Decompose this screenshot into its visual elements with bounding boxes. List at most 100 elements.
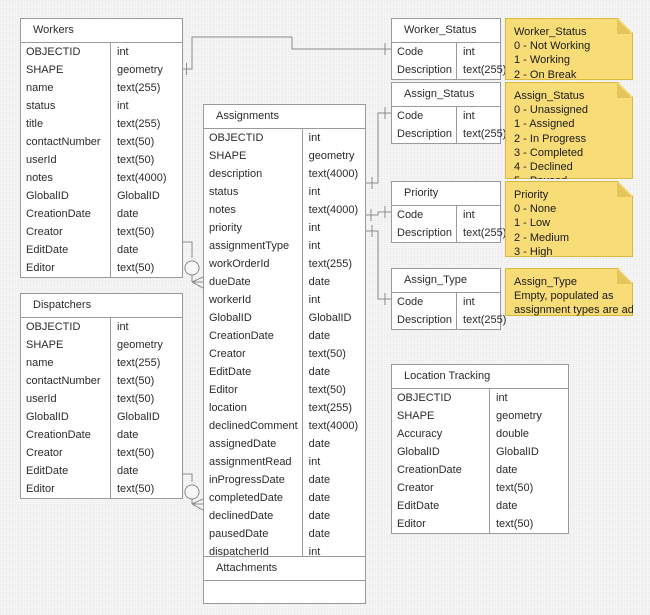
- attribute-name: CreationDate: [392, 461, 490, 479]
- attribute-type: date: [308, 510, 331, 522]
- attribute-name: Editor: [392, 515, 490, 533]
- attribute-name: SHAPE: [21, 336, 111, 354]
- attribute-name: Creator: [21, 444, 111, 462]
- attribute-type: date: [117, 465, 139, 477]
- attribute-name: title: [21, 115, 111, 133]
- attribute-name: Description: [392, 125, 458, 143]
- attribute-row: notes text(4000): [204, 201, 365, 219]
- attribute-name: assignmentRead: [204, 453, 303, 471]
- attribute-name: name: [21, 79, 111, 97]
- attribute-type: int: [308, 294, 321, 306]
- connector-workers-worker-status: [183, 36, 391, 75]
- attribute-type: geometry: [496, 410, 542, 422]
- attribute-type: int: [463, 296, 475, 308]
- attribute-type: int: [308, 546, 321, 558]
- attribute-name: inProgressDate: [204, 471, 303, 489]
- attribute-type: int: [308, 240, 321, 252]
- attribute-type: geometry: [308, 150, 355, 162]
- attribute-type: GlobalID: [308, 312, 352, 324]
- attribute-row: Description text(255): [392, 125, 510, 143]
- connector-assignments-assign-status: [366, 107, 391, 189]
- attribute-name: Editor: [21, 259, 111, 277]
- attribute-type: text(255): [117, 118, 161, 130]
- attribute-name: Description: [392, 224, 458, 242]
- attribute-name: OBJECTID: [21, 318, 111, 336]
- attribute-name: contactNumber: [21, 372, 111, 390]
- attribute-name: completedDate: [204, 489, 303, 507]
- note-line: 3 - Completed: [514, 146, 584, 159]
- attribute-type: text(50): [117, 447, 155, 459]
- attribute-type: date: [496, 464, 518, 476]
- note-line: 3 - High: [514, 245, 553, 258]
- entity-title: Assign_Type: [392, 269, 500, 293]
- attribute-name: declinedDate: [204, 507, 303, 525]
- note-folded-corner-icon: [617, 19, 632, 34]
- note-heading: Assign_Status: [514, 90, 585, 102]
- attribute-type: int: [463, 209, 475, 221]
- attribute-name: Code: [392, 206, 458, 224]
- attribute-name: status: [204, 183, 303, 201]
- attribute-name: notes: [204, 201, 303, 219]
- attribute-type: date: [308, 474, 331, 486]
- attribute-type: text(50): [117, 393, 155, 405]
- attribute-name: contactNumber: [21, 133, 111, 151]
- note-line: 1 - Assigned: [514, 118, 575, 131]
- attribute-name: Code: [392, 293, 458, 311]
- entity-title: Worker_Status: [392, 19, 500, 43]
- attribute-type: int: [308, 222, 321, 234]
- attribute-type: text(255): [463, 314, 507, 326]
- connector-workers-assignments: [183, 241, 204, 289]
- attribute-row: Creator text(50): [21, 444, 182, 462]
- attribute-name: name: [21, 354, 111, 372]
- attribute-name: pausedDate: [204, 525, 303, 543]
- note-line: 2 - On Break: [514, 68, 577, 81]
- note-line: Empty, populated as: [514, 290, 614, 303]
- note-line: 1 - Working: [514, 54, 571, 67]
- attribute-name: OBJECTID: [204, 129, 303, 147]
- attribute-type: geometry: [117, 64, 163, 76]
- note-folded-corner-icon: [617, 182, 632, 197]
- attribute-name: EditDate: [392, 497, 490, 515]
- note-heading: Priority: [514, 189, 549, 201]
- attribute-name: dueDate: [204, 273, 303, 291]
- attribute-type: text(50): [496, 482, 534, 494]
- attribute-name: declinedComment: [204, 417, 303, 435]
- attribute-type: double: [496, 428, 530, 440]
- entity-attachments[interactable]: Attachments: [203, 556, 366, 604]
- attribute-name: workOrderId: [204, 255, 303, 273]
- attribute-type: text(4000): [308, 204, 359, 216]
- attribute-type: int: [117, 46, 129, 58]
- attribute-type: text(255): [463, 128, 507, 140]
